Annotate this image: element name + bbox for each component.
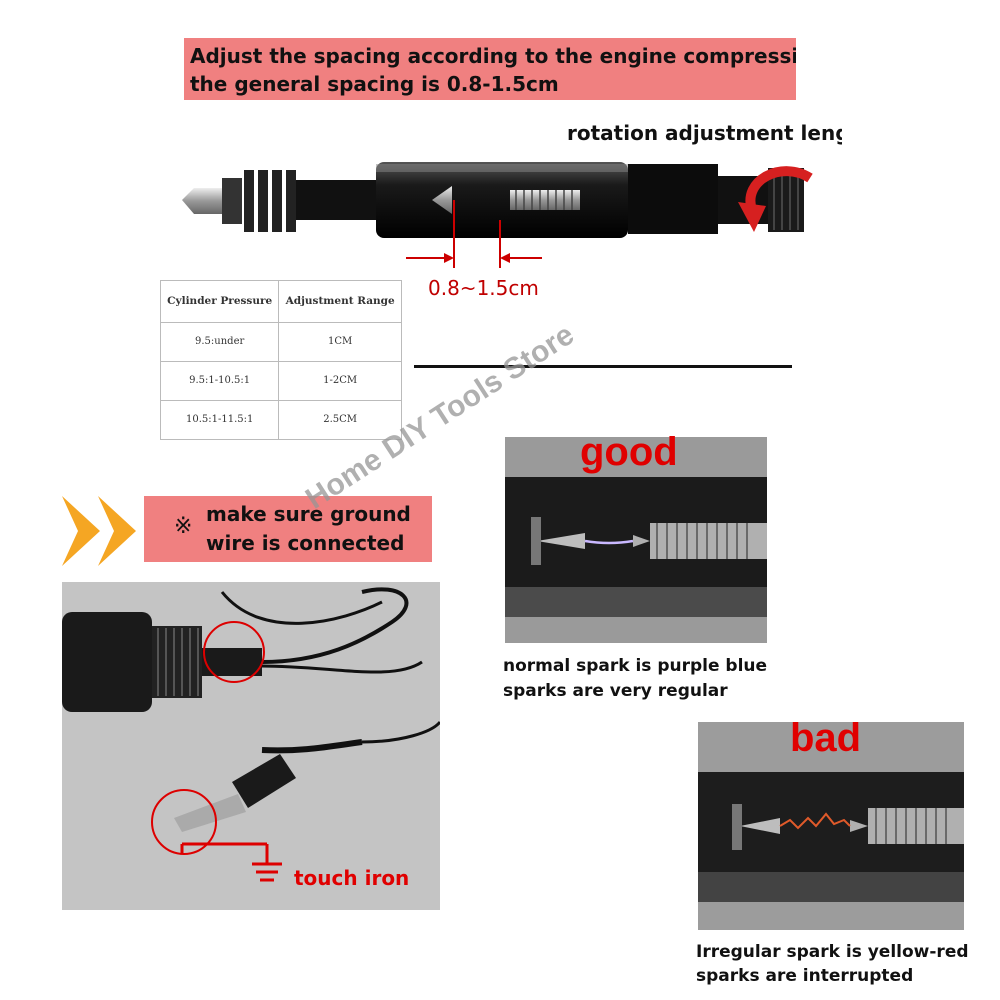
table-row: 10.5:1-11.5:1 2.5CM: [159, 399, 402, 441]
table-row: 9.5:under 1CM: [159, 321, 402, 362]
table-cell: 1CM: [278, 321, 402, 362]
good-caption: normal spark is purple blue sparks are v…: [503, 654, 767, 704]
table-cell: 9.5:under: [159, 321, 280, 362]
table-cell: 1-2CM: [278, 360, 402, 401]
bad-spark-image: [698, 722, 964, 930]
table-cell: 9.5:1-10.5:1: [159, 360, 280, 401]
spacing-dimension-label: 0.8~1.5cm: [428, 276, 539, 300]
good-caption-line2: sparks are very regular: [503, 681, 728, 701]
reference-mark-icon: ※: [174, 514, 193, 539]
bad-caption-line2: sparks are interrupted: [696, 966, 914, 986]
ground-warning-banner: ※ make sure ground wire is connected: [144, 496, 432, 562]
table-header-row: Cylinder Pressure Adjustment Range: [159, 280, 402, 323]
good-caption-line1: normal spark is purple blue: [503, 656, 768, 676]
rotation-label: rotation adjustment length: [567, 121, 842, 145]
top-instruction-banner: Adjust the spacing according to the engi…: [184, 38, 796, 100]
top-banner-line2: the general spacing is 0.8-1.5cm: [190, 72, 559, 96]
table-header-cell: Cylinder Pressure: [159, 280, 280, 323]
ground-banner-line2: wire is connected: [206, 531, 405, 555]
ground-banner-line1: make sure ground: [206, 502, 411, 526]
ground-wire-image: [62, 582, 440, 910]
good-spark-image: [505, 437, 767, 643]
double-arrow-icon: [62, 496, 136, 566]
table-row: 9.5:1-10.5:1 1-2CM: [159, 360, 402, 401]
bad-label: bad: [790, 716, 862, 760]
top-banner-line1: Adjust the spacing according to the engi…: [190, 44, 796, 68]
bad-caption: Irregular spark is yellow-red sparks are…: [696, 940, 969, 988]
divider: [414, 365, 792, 368]
table-cell: 10.5:1-11.5:1: [159, 399, 280, 441]
touch-iron-label: touch iron: [294, 866, 410, 890]
bad-caption-line1: Irregular spark is yellow-red: [696, 942, 969, 962]
table-cell: 2.5CM: [278, 399, 402, 441]
table-header-cell: Adjustment Range: [278, 280, 402, 323]
compression-table: Cylinder Pressure Adjustment Range 9.5:u…: [159, 280, 402, 441]
spark-tester-image: [182, 162, 813, 268]
good-label: good: [580, 430, 678, 474]
